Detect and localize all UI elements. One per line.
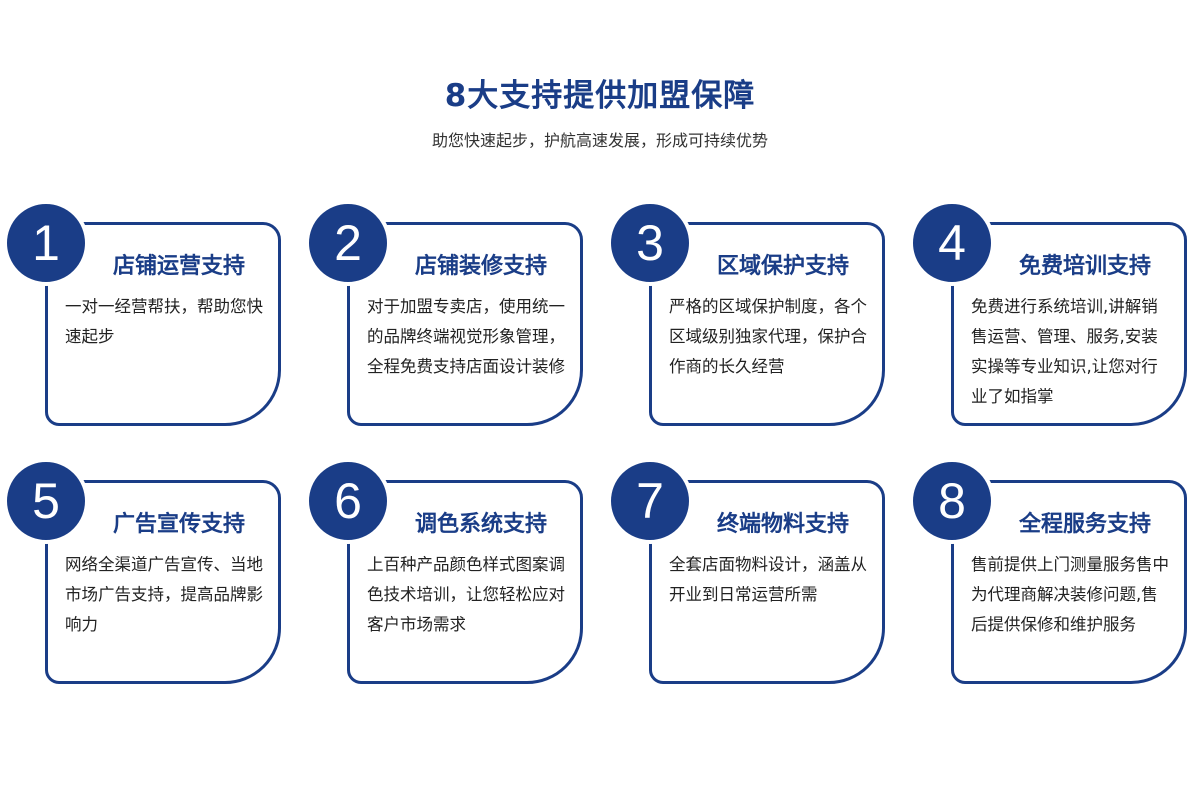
support-card-3: 3 区域保护支持 严格的区域保护制度，各个区域级别独家代理，保护合作商的长久经营 <box>607 200 885 426</box>
support-card-4: 4 免费培训支持 免费进行系统培训,讲解销售运营、管理、服务,安装实操等专业知识… <box>909 200 1187 426</box>
number-badge: 5 <box>3 458 89 544</box>
support-card-5: 5 广告宣传支持 网络全渠道广告宣传、当地市场广告支持，提高品牌影响力 <box>3 458 281 684</box>
support-card-8: 8 全程服务支持 售前提供上门测量服务售中为代理商解决装修问题,售后提供保修和维… <box>909 458 1187 684</box>
number-badge: 2 <box>305 200 391 286</box>
number-badge: 1 <box>3 200 89 286</box>
support-card-7: 7 终端物料支持 全套店面物料设计，涵盖从开业到日常运营所需 <box>607 458 885 684</box>
card-description: 对于加盟专卖店，使用统一的品牌终端视觉形象管理，全程免费支持店面设计装修 <box>367 297 565 376</box>
number-badge: 8 <box>909 458 995 544</box>
card-description: 一对一经营帮扶，帮助您快速起步 <box>65 297 263 346</box>
card-title: 调色系统支持 <box>414 512 547 537</box>
card-title: 广告宣传支持 <box>112 512 245 537</box>
number-badge: 4 <box>909 200 995 286</box>
card-title: 店铺运营支持 <box>112 254 245 279</box>
card-title: 终端物料支持 <box>716 512 849 537</box>
page-subtitle: 助您快速起步，护航高速发展，形成可持续优势 <box>431 131 768 150</box>
card-description: 网络全渠道广告宣传、当地市场广告支持，提高品牌影响力 <box>65 555 263 634</box>
page-title: 8大支持提供加盟保障 <box>444 78 756 114</box>
card-title: 区域保护支持 <box>716 254 849 279</box>
card-title: 全程服务支持 <box>1018 512 1151 537</box>
card-description: 全套店面物料设计，涵盖从开业到日常运营所需 <box>669 555 867 604</box>
support-card-1: 1 店铺运营支持 一对一经营帮扶，帮助您快速起步 <box>3 200 281 426</box>
support-card-2: 2 店铺装修支持 对于加盟专卖店，使用统一的品牌终端视觉形象管理，全程免费支持店… <box>305 200 583 426</box>
number-badge: 3 <box>607 200 693 286</box>
card-title: 店铺装修支持 <box>414 254 547 279</box>
card-title: 免费培训支持 <box>1018 254 1151 279</box>
card-description: 免费进行系统培训,讲解销售运营、管理、服务,安装实操等专业知识,让您对行业了如指… <box>971 297 1158 406</box>
support-card-6: 6 调色系统支持 上百种产品颜色样式图案调色技术培训，让您轻松应对客户市场需求 <box>305 458 583 684</box>
number-badge: 7 <box>607 458 693 544</box>
card-description: 售前提供上门测量服务售中为代理商解决装修问题,售后提供保修和维护服务 <box>971 555 1169 634</box>
number-badge: 6 <box>305 458 391 544</box>
card-description: 严格的区域保护制度，各个区域级别独家代理，保护合作商的长久经营 <box>669 297 867 376</box>
card-description: 上百种产品颜色样式图案调色技术培训，让您轻松应对客户市场需求 <box>367 555 565 634</box>
